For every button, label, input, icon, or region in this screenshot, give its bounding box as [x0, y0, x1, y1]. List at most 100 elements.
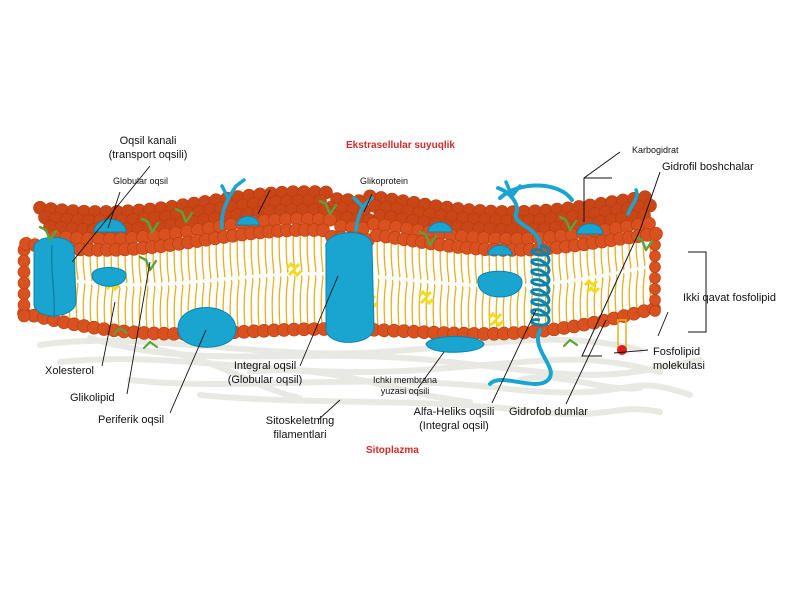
tail-lower	[103, 285, 107, 326]
peripheral-protein	[177, 307, 237, 348]
carbohydrate-label: Karbogidrat	[632, 145, 679, 155]
glyco-chain-3	[504, 180, 522, 198]
tail-lower	[96, 284, 100, 325]
tail-lower	[320, 275, 324, 326]
globular-protein-1	[236, 215, 260, 226]
glycolipid-4	[418, 230, 438, 247]
tail-lower	[628, 271, 632, 311]
tail-lower	[257, 277, 261, 328]
tail-lower	[152, 285, 156, 330]
alpha-helix-label: Alfa-Heliks oqsili (Integral oqsil)	[398, 405, 510, 433]
tail-lower	[614, 274, 618, 315]
inner-glycolipid-0	[112, 326, 129, 336]
integral-protein-label-line2: (Globular oqsil)	[227, 374, 303, 386]
cytoskeleton-filaments	[37, 335, 703, 417]
head-edge	[649, 305, 661, 317]
alpha-helix-bottom	[488, 328, 553, 386]
tail-lower	[516, 286, 520, 329]
hydrophilic-heads-label: Gidrofil boshchalar	[662, 161, 754, 173]
peripheral-protein-label: Periferik oqsil	[98, 414, 165, 426]
tail-lower	[376, 278, 380, 327]
head-outer	[643, 198, 657, 213]
tail-lower	[621, 272, 625, 313]
tail-lower	[145, 285, 149, 330]
leader-11	[565, 319, 607, 405]
tail-lower	[404, 280, 408, 328]
leader-5	[126, 261, 151, 395]
head-edge	[649, 283, 661, 295]
tail-lower	[551, 284, 555, 326]
tail-lower	[593, 278, 597, 319]
head-edge	[649, 294, 661, 306]
leader-13	[613, 349, 649, 354]
tail-lower	[418, 282, 422, 329]
glycolipid-1	[140, 217, 160, 234]
leader-9	[317, 399, 341, 421]
tail-lower	[173, 284, 177, 330]
head-edge	[649, 272, 661, 284]
cholesterol-3	[417, 289, 435, 306]
leader-3	[363, 193, 373, 213]
leader-7	[299, 275, 339, 367]
embedded-protein-2	[477, 270, 523, 298]
leader-4	[101, 301, 116, 367]
tail-lower	[159, 285, 163, 330]
alpha-helix-label-line1: Alfa-Heliks oqsili	[413, 406, 495, 418]
leader-10	[491, 309, 537, 404]
filament-4	[197, 392, 663, 417]
tail-lower	[285, 275, 289, 326]
tail-lower	[243, 278, 247, 328]
tail-lower	[75, 282, 79, 321]
tail-lower	[117, 285, 121, 327]
tail-lower	[236, 279, 240, 329]
label-leader-lines	[71, 151, 707, 421]
tail-lower	[474, 286, 478, 330]
tail-lower	[383, 278, 387, 327]
inner-surface-protein-label: Ichki membrana yuzasi oqsili	[366, 375, 444, 397]
tail-lower	[89, 283, 93, 324]
globular-protein-4	[576, 223, 604, 235]
tail-lower	[565, 282, 569, 324]
cholesterol-1	[285, 261, 303, 278]
globular-protein-2	[427, 221, 453, 233]
cholesterol-5	[583, 278, 601, 295]
tail-lower	[166, 285, 170, 330]
embedded-protein	[91, 267, 127, 287]
inner-surface-protein	[425, 336, 485, 353]
head-edge	[17, 254, 31, 268]
filament-6	[157, 347, 303, 401]
tail-lower	[299, 275, 303, 326]
integral-protein	[325, 232, 375, 343]
hydrophilic-bracket	[581, 171, 661, 357]
tail-lower	[292, 275, 296, 326]
phospholipid-label-line2: molekulasi	[653, 360, 705, 372]
leader-2	[257, 189, 271, 215]
tail-lower	[572, 281, 576, 323]
tail-lower	[397, 280, 401, 328]
leader-6	[169, 329, 207, 414]
glycoprotein-label: Glikoprotein	[360, 176, 409, 186]
tail-lower	[586, 279, 590, 320]
tail-lower	[82, 283, 86, 323]
inner-surface-protein-label-line1: Ichki membrana	[372, 375, 438, 385]
inner-glycolipid-1	[142, 340, 159, 350]
cytoskeleton-label-line1: Sitoskeletning	[265, 415, 335, 427]
tail-lower	[439, 284, 443, 330]
filament-5	[247, 367, 473, 405]
cytoskeleton-label: Sitoskeletning filamentlari	[250, 414, 350, 442]
filament-0	[37, 336, 643, 357]
cholesterol-4	[487, 311, 505, 328]
protein-channel-label-line1: Oqsil kanali	[119, 135, 177, 147]
integral-protein-label: Integral oqsil (Globular oqsil)	[210, 359, 320, 387]
glyco-chain-1	[219, 178, 246, 230]
tail-lower	[446, 284, 450, 330]
alpha-helix-coil	[530, 244, 551, 327]
globular-protein-0	[93, 218, 127, 233]
head-edge	[17, 309, 31, 323]
glycolipid-3	[318, 199, 338, 216]
globular-protein-label: Globular oqsil	[113, 176, 169, 186]
tail-lower	[460, 285, 464, 330]
protein-channel	[33, 236, 77, 317]
phospholipid-head	[617, 345, 627, 355]
